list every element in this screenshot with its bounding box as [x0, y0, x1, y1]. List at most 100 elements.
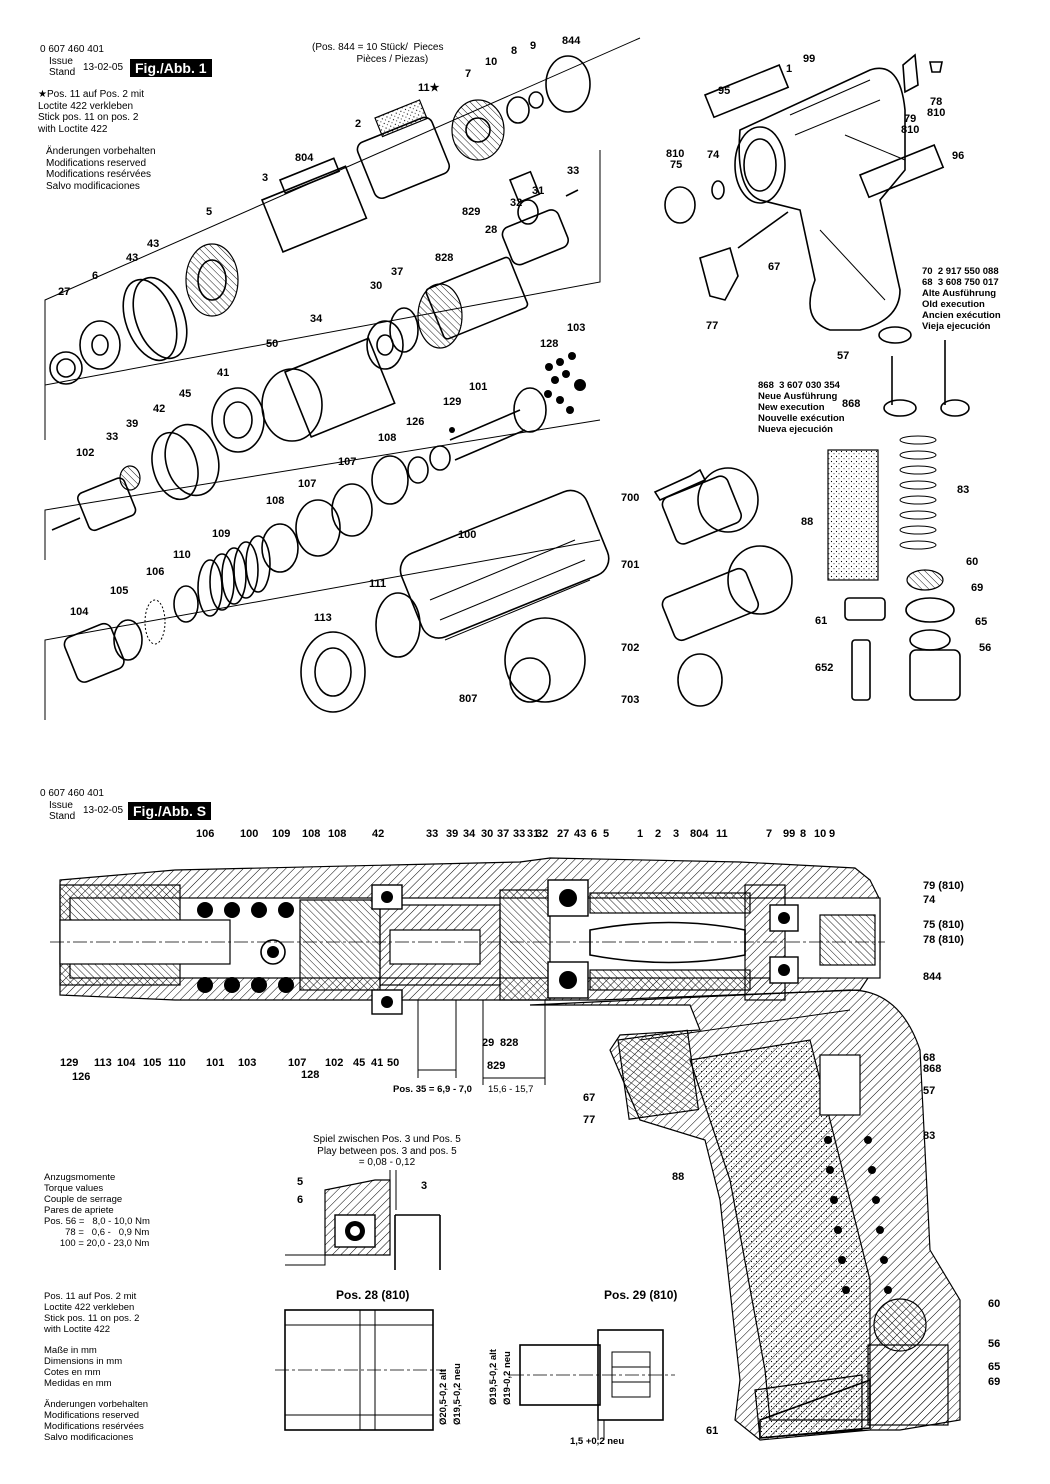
part-label: 34: [310, 313, 323, 325]
part-label: 804: [690, 828, 709, 840]
part-label: 43: [147, 238, 160, 250]
loctite-note: Pos. 11 auf Pos. 2 mit Loctite 422 verkl…: [44, 1291, 140, 1335]
part-label: 33: [513, 828, 526, 840]
part-label: 105: [110, 585, 129, 597]
part-label: 30: [370, 280, 383, 292]
part-label: 5: [297, 1176, 304, 1188]
pos29-length-neu: 1,5 +0,2 neu: [570, 1436, 625, 1447]
spring-109: [197, 535, 271, 617]
part-label: 45: [353, 1057, 366, 1069]
part-label: 1: [786, 63, 793, 75]
part-label: 60: [988, 1298, 1001, 1310]
part-label: 5: [206, 206, 213, 218]
part-label: 29: [482, 1037, 495, 1049]
part-label: 83: [957, 484, 970, 496]
part-label: 844: [923, 971, 942, 983]
part-label: 33: [106, 431, 119, 443]
part-label: 75 (810): [923, 919, 964, 931]
part-label: 109: [272, 828, 291, 840]
figS-issue-label: Issue: [49, 800, 73, 811]
figS-spring-83: [824, 1136, 892, 1294]
part-label: 27: [58, 286, 71, 298]
part-label: 61: [815, 615, 828, 627]
part-label: 34: [463, 828, 476, 840]
spring-83: [899, 435, 937, 550]
part-label: 829: [462, 206, 481, 218]
part-label: 7: [465, 68, 472, 80]
part-label: 1: [637, 828, 644, 840]
modifications-note: Änderungen vorbehalten Modifications res…: [44, 1399, 149, 1443]
figS-stand-label: Stand: [49, 811, 76, 822]
fig1-housing-1: [734, 67, 906, 331]
part-label: 703: [621, 694, 640, 706]
fig1-stand-label: Stand: [49, 67, 76, 78]
part-label: 69: [988, 1376, 1001, 1388]
pos29-drawing: [510, 1329, 675, 1440]
part-label: 79: [904, 113, 917, 125]
part-label: 100: [240, 828, 259, 840]
part-label: 88: [672, 1171, 685, 1183]
part-label: 113: [94, 1057, 112, 1069]
part-label: 83: [923, 1130, 936, 1142]
part-label: 67: [583, 1092, 596, 1104]
part-label: 32: [510, 197, 523, 209]
part-label: 96: [952, 150, 965, 162]
part-label: 32: [536, 828, 549, 840]
fig1-tag: Fig./Abb. 1: [130, 59, 212, 77]
part-label: 103: [567, 322, 586, 334]
part-label: 43: [574, 828, 587, 840]
fig1-old-execution: 70 2 917 550 088 68 3 608 750 017 Alte A…: [922, 266, 1001, 332]
pos28-dia-neu: Ø19,5-0,2 neu: [452, 1363, 463, 1425]
pos29-dia-neu: Ø19-0,2 neu: [502, 1351, 513, 1405]
pos29-title: Pos. 29 (810): [604, 1288, 678, 1302]
part-label: 68: [923, 1052, 936, 1064]
part-label: 56: [988, 1338, 1001, 1350]
part-label: 65: [975, 616, 988, 628]
dimensions-note: Maße in mm Dimensions in mm Cotes en mm …: [44, 1345, 123, 1389]
part-label: 129: [60, 1057, 79, 1069]
part-label: 2: [655, 828, 662, 840]
part-label: 77: [583, 1114, 596, 1126]
part-label: 829: [487, 1060, 506, 1072]
part-label: 5: [603, 828, 610, 840]
part-label: 103: [238, 1057, 257, 1069]
fig1-issue-label: Issue: [49, 56, 73, 67]
detail-play: [285, 1170, 441, 1270]
pos29-dia-alt: Ø19,5-0,2 alt: [488, 1349, 499, 1405]
fig1-doc-number: 0 607 460 401: [40, 44, 104, 55]
pos28-title: Pos. 28 (810): [336, 1288, 410, 1302]
dimension-15-6: 15,6 - 15,7: [488, 1084, 534, 1095]
part-label: 868: [842, 398, 861, 410]
part-label: 810: [927, 107, 946, 119]
part-label: 110: [168, 1057, 186, 1069]
part-label: 102: [76, 447, 95, 459]
part-label: 79 (810): [923, 880, 964, 892]
part-label: 69: [971, 582, 984, 594]
part-label: 108: [378, 432, 397, 444]
part-label: 701: [621, 559, 640, 571]
part-label: 39: [126, 418, 139, 430]
part-label: 100: [458, 529, 477, 541]
part-label: 101: [206, 1057, 225, 1069]
part-label: 60: [966, 556, 979, 568]
part-label: 107: [298, 478, 317, 490]
part-label: 28: [485, 224, 498, 236]
figS-spring: [197, 902, 294, 993]
part-label: 6: [92, 270, 99, 282]
part-label: 128: [301, 1069, 320, 1081]
part-label: 3: [262, 172, 269, 184]
part-label: 57: [923, 1085, 936, 1097]
part-label: 41: [371, 1057, 384, 1069]
part-label: 77: [706, 320, 719, 332]
part-label: 128: [540, 338, 559, 350]
fig1-new-execution: 868 3 607 030 354 Neue Ausführung New ex…: [758, 380, 845, 435]
part-label: 868: [923, 1063, 942, 1075]
part-label: 37: [391, 266, 404, 278]
part-label: 2: [355, 118, 362, 130]
part-label: 9: [829, 828, 836, 840]
pos28-dia-alt: Ø20,5-0,2 alt: [438, 1369, 449, 1425]
part-label: 126: [406, 416, 425, 428]
part-label: 108: [302, 828, 321, 840]
part-label: 39: [446, 828, 459, 840]
part-label: 108: [328, 828, 347, 840]
